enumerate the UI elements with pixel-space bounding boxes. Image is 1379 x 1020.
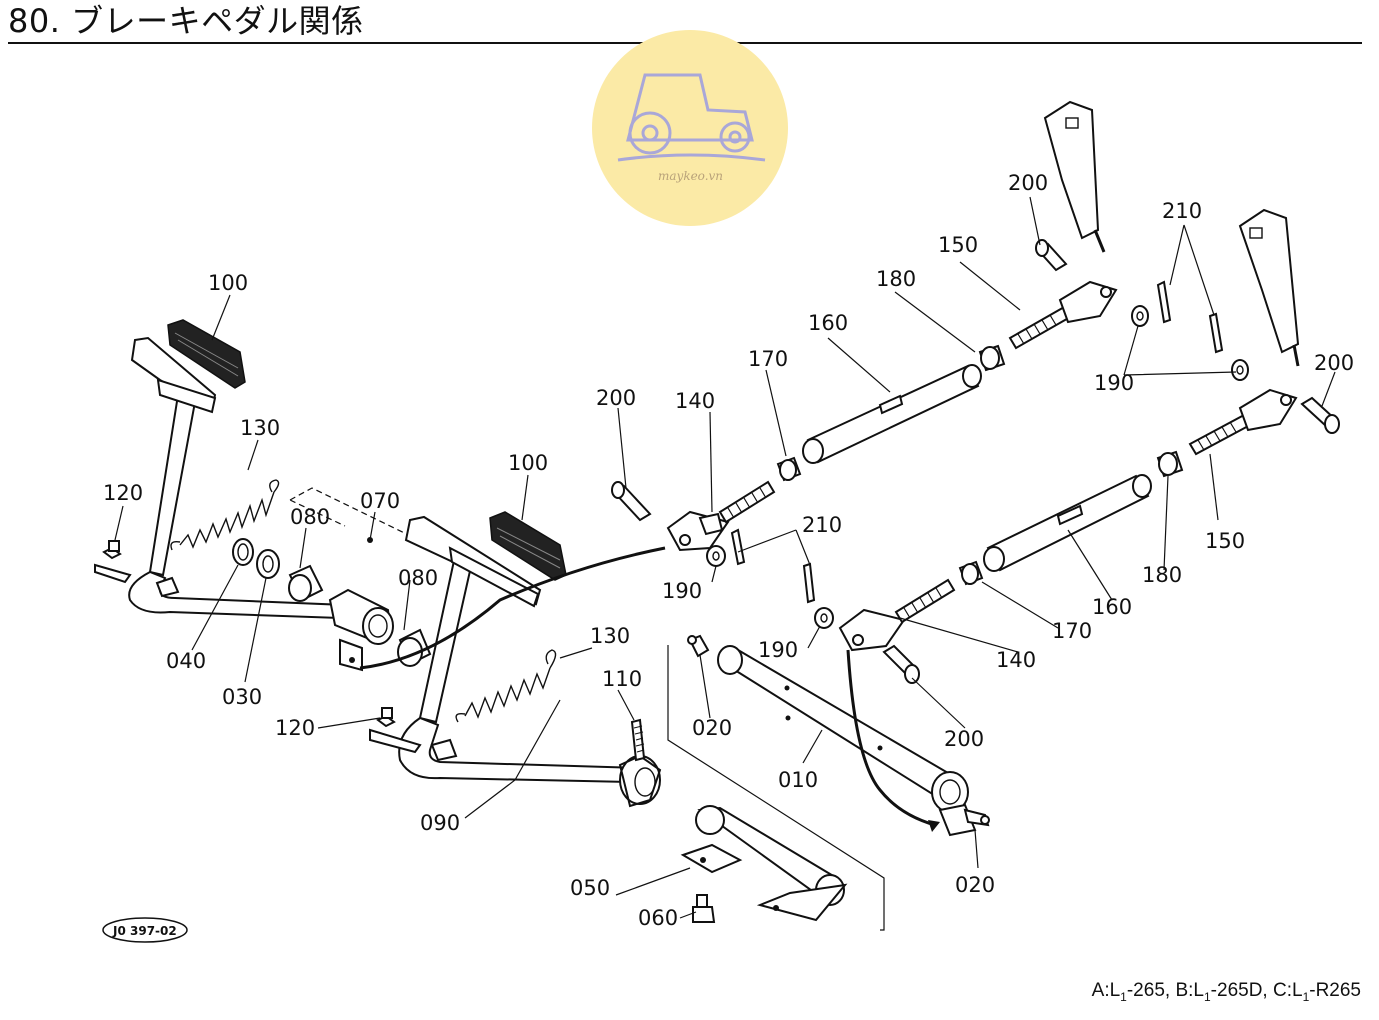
- callout-030: 030: [222, 685, 262, 709]
- callout-060: 060: [638, 906, 678, 930]
- callout-170-lower: 170: [1052, 619, 1092, 643]
- callout-080-lower: 080: [398, 566, 438, 590]
- model-b-suffix: -265D,: [1210, 980, 1273, 1001]
- model-c-prefix: C:L: [1272, 980, 1303, 1001]
- callout-070: 070: [360, 489, 400, 513]
- pedal-shaft-050: [630, 718, 848, 923]
- callout-090: 090: [420, 811, 460, 835]
- callout-170-upper: 170: [748, 347, 788, 371]
- callout-160-upper: 160: [808, 311, 848, 335]
- callout-010: 010: [778, 768, 818, 792]
- return-spring-left: [170, 479, 280, 551]
- callout-020-right: 020: [955, 873, 995, 897]
- model-c-sub: 1: [1302, 989, 1310, 1004]
- callout-140-upper: 140: [675, 389, 715, 413]
- page-title: 80. ブレーキペダル関係: [8, 2, 364, 40]
- callout-110: 110: [602, 667, 642, 691]
- model-b-prefix: B:L: [1175, 980, 1204, 1001]
- model-a-suffix: -265,: [1126, 980, 1176, 1001]
- tractor-logo-icon: [617, 73, 766, 162]
- watermark-circle: [592, 30, 788, 226]
- return-spring-right: [455, 649, 557, 723]
- callout-210-lower: 210: [802, 513, 842, 537]
- callout-160-lower: 160: [1092, 595, 1132, 619]
- reference-code: J0 397-02: [112, 924, 177, 938]
- group-frame-010: [667, 645, 885, 931]
- callout-150-lower: 150: [1205, 529, 1245, 553]
- callout-210-upper: 210: [1162, 199, 1202, 223]
- cross-shaft-010: [687, 634, 990, 837]
- callout-020-left: 020: [692, 716, 732, 740]
- callout-180-upper: 180: [876, 267, 916, 291]
- callout-200-left: 200: [596, 386, 636, 410]
- linkage-curve-2: [846, 649, 936, 827]
- callout-100-left: 100: [208, 271, 248, 295]
- watermark-text: maykeo.vn: [658, 169, 723, 183]
- callout-200-top: 200: [1008, 171, 1048, 195]
- upper-link-rod: [611, 100, 1172, 567]
- callout-100-right: 100: [508, 451, 548, 475]
- callout-200-lower: 200: [944, 727, 984, 751]
- callout-130-left: 130: [240, 416, 280, 440]
- model-a-sub: 1: [1120, 989, 1127, 1004]
- lower-link-rod: [802, 208, 1340, 684]
- callout-080-upper: 080: [290, 505, 330, 529]
- linkage-curve: [359, 546, 666, 670]
- watermark: maykeo.vn: [592, 30, 788, 226]
- callout-190-left: 190: [662, 579, 702, 603]
- callout-200-right: 200: [1314, 351, 1354, 375]
- arrow-head: [928, 820, 940, 832]
- snap-ring-and-washer: [232, 538, 280, 579]
- callout-190-upper: 190: [1094, 371, 1134, 395]
- callout-050: 050: [570, 876, 610, 900]
- left-brake-pedal: [94, 319, 394, 672]
- applicable-models: A:L1-265, B:L1-265D, C:L1-R265: [1092, 980, 1361, 1004]
- callout-labels: 100 130 120 070 080 080 040 030 120 090 …: [103, 171, 1354, 930]
- model-a-prefix: A:L: [1091, 980, 1121, 1001]
- callout-140-lower: 140: [996, 648, 1036, 672]
- leader-lines: [114, 196, 1336, 919]
- callout-120-left: 120: [103, 481, 143, 505]
- callout-130-right: 130: [590, 624, 630, 648]
- callout-120-right: 120: [275, 716, 315, 740]
- callout-190-lower: 190: [758, 638, 798, 662]
- callout-150-upper: 150: [938, 233, 978, 257]
- callout-180-lower: 180: [1142, 563, 1182, 587]
- model-b-sub: 1: [1203, 989, 1211, 1004]
- callout-040: 040: [166, 649, 206, 673]
- model-c-suffix: -R265: [1309, 980, 1361, 1001]
- reference-code-badge: J0 397-02: [102, 917, 188, 943]
